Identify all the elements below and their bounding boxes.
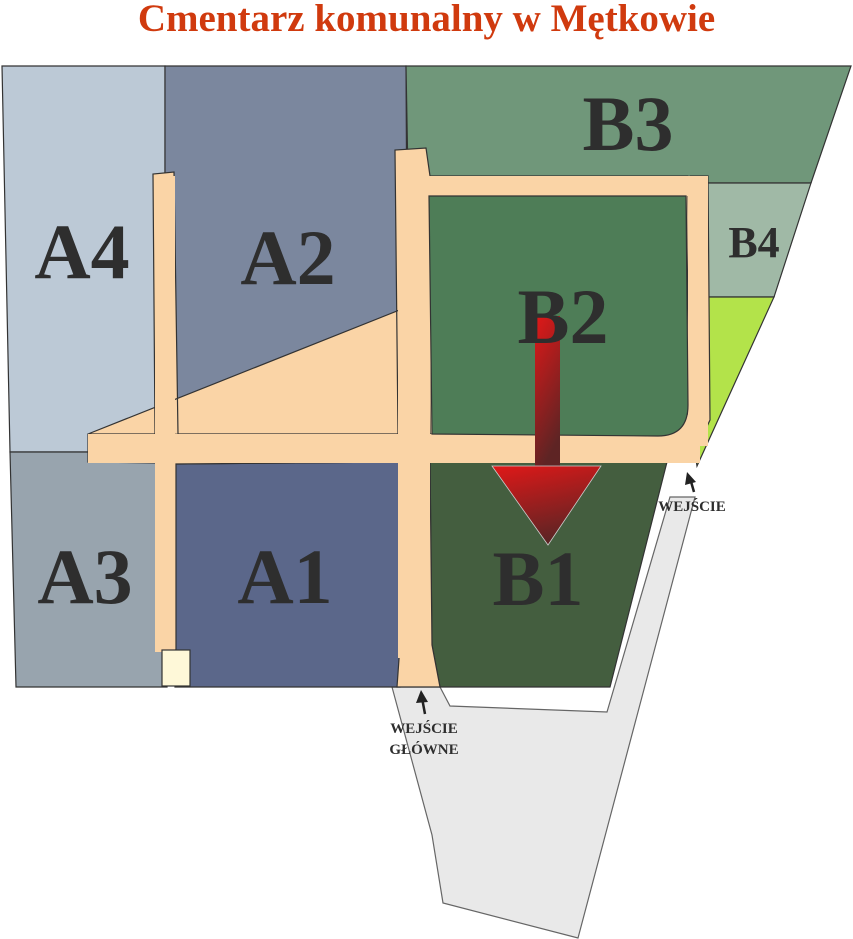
- label-b3: B3: [582, 80, 673, 167]
- parking-lot: [391, 496, 696, 939]
- entrance-side-label: WEJŚCIE: [658, 498, 726, 515]
- path-h: [88, 434, 700, 463]
- path-top: [400, 176, 706, 196]
- label-a2: A2: [240, 214, 335, 301]
- small-building: [161, 649, 191, 687]
- entrance-main-label-1: WEJŚCIE: [390, 720, 458, 737]
- label-b4: B4: [728, 218, 779, 267]
- label-b1: B1: [492, 535, 583, 622]
- entrance-main-label-2: GŁÓWNE: [389, 741, 458, 758]
- label-a4: A4: [34, 208, 129, 295]
- map-title: Cmentarz komunalny w Mętkowie: [137, 0, 716, 40]
- label-b2: B2: [517, 273, 608, 360]
- direction-arrow: [491, 316, 602, 546]
- path-v-left: [155, 176, 175, 652]
- path-v-main: [398, 178, 430, 658]
- arrow-icon: [416, 472, 696, 715]
- label-a1: A1: [237, 533, 332, 620]
- path-right: [688, 176, 708, 446]
- label-a3: A3: [37, 533, 132, 620]
